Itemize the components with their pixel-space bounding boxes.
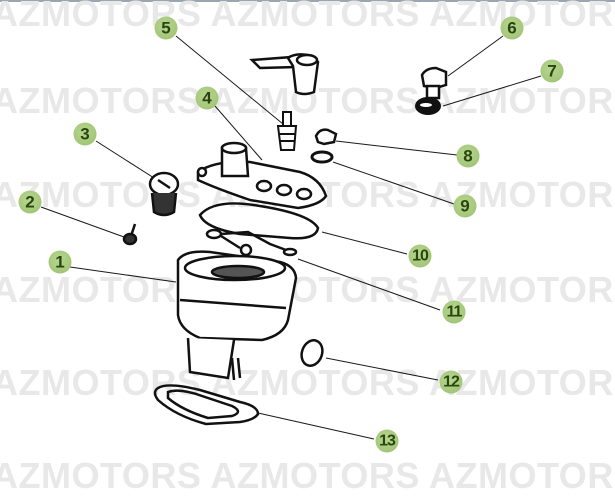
thermostat (148, 171, 180, 217)
o-ring (300, 339, 324, 367)
bolt (420, 66, 448, 100)
cylinder-head (196, 141, 328, 210)
screw (122, 223, 138, 246)
callout-badge-5[interactable]: 5 (154, 16, 178, 40)
callout-badge-2[interactable]: 2 (18, 190, 42, 214)
callout-badge-9[interactable]: 9 (453, 194, 477, 218)
small-washer (310, 150, 334, 164)
callout-badge-1[interactable]: 1 (48, 250, 72, 274)
callout-badge-6[interactable]: 6 (500, 16, 524, 40)
head-gasket (198, 202, 320, 240)
spark-plug-cap (249, 53, 320, 96)
callout-badge-10[interactable]: 10 (408, 244, 432, 268)
nut (314, 128, 338, 146)
callout-badge-12[interactable]: 12 (439, 370, 463, 394)
callout-badge-7[interactable]: 7 (540, 59, 564, 83)
o-ring-gasket (205, 228, 298, 257)
spark-plug (276, 111, 298, 151)
callout-badge-3[interactable]: 3 (73, 122, 97, 146)
callout-badge-13[interactable]: 13 (375, 429, 399, 453)
top-border (0, 0, 615, 2)
callout-badge-8[interactable]: 8 (456, 144, 480, 168)
cylinder (176, 250, 298, 381)
base-gasket (153, 384, 260, 426)
washer-hole (420, 103, 432, 107)
callout-badge-4[interactable]: 4 (195, 86, 219, 110)
leader-lines (40, 35, 542, 440)
callout-badge-11[interactable]: 11 (442, 300, 466, 324)
